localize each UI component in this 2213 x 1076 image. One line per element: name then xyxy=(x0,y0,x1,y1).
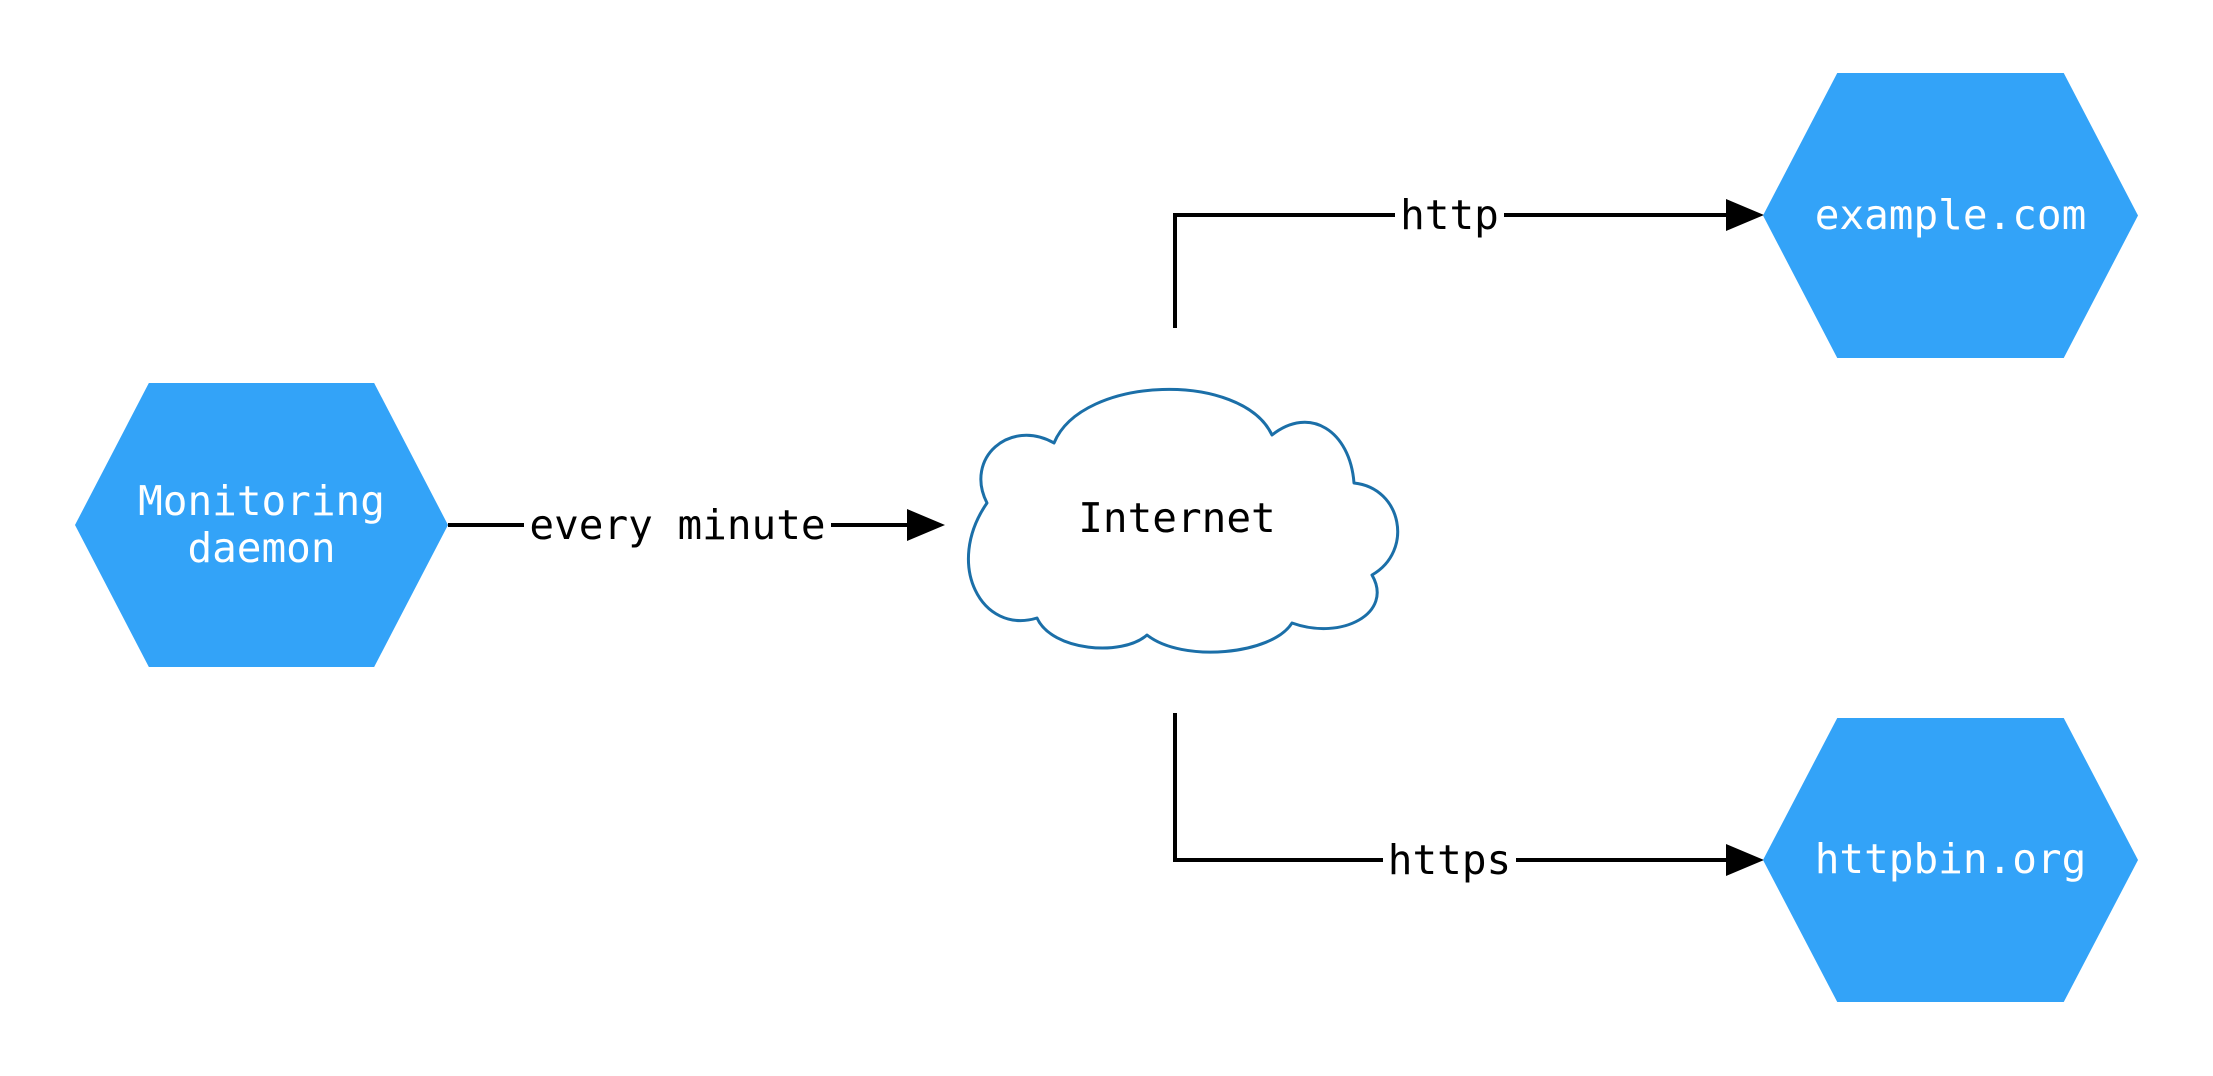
edge-line-segment xyxy=(1173,858,1383,862)
node-internet: Internet xyxy=(942,383,1412,659)
arrowhead-icon xyxy=(907,509,945,541)
node-httpbin-org: httpbin.org xyxy=(1763,718,2138,1002)
edge-http: http xyxy=(1173,191,1764,239)
node-example-com-label: example.com xyxy=(1814,190,2087,239)
edge-https: https xyxy=(1173,836,1765,884)
edge-line-segment xyxy=(1516,858,1727,862)
edge-http-label: http xyxy=(1400,191,1499,239)
edge-every-minute-label: every minute xyxy=(529,501,826,549)
edge-line-segment xyxy=(1173,213,1396,217)
node-internet-label: Internet xyxy=(1078,494,1276,542)
node-monitoring-daemon-label: Monitoring daemon xyxy=(138,476,385,572)
edge-http-vertical-segment xyxy=(1173,213,1177,328)
edge-line-segment xyxy=(448,523,525,527)
edge-line-segment xyxy=(1503,213,1726,217)
arrowhead-icon xyxy=(1726,199,1764,231)
node-monitoring-daemon: Monitoring daemon xyxy=(75,383,448,667)
arrowhead-icon xyxy=(1726,844,1765,876)
cloud-icon xyxy=(967,388,1400,654)
node-httpbin-org-label: httpbin.org xyxy=(1814,835,2087,884)
node-example-com: example.com xyxy=(1763,73,2138,358)
edge-https-label: https xyxy=(1387,836,1512,884)
edge-line-segment xyxy=(830,523,907,527)
edge-every-minute: every minute xyxy=(448,501,945,549)
edge-https-vertical-segment xyxy=(1173,713,1177,862)
